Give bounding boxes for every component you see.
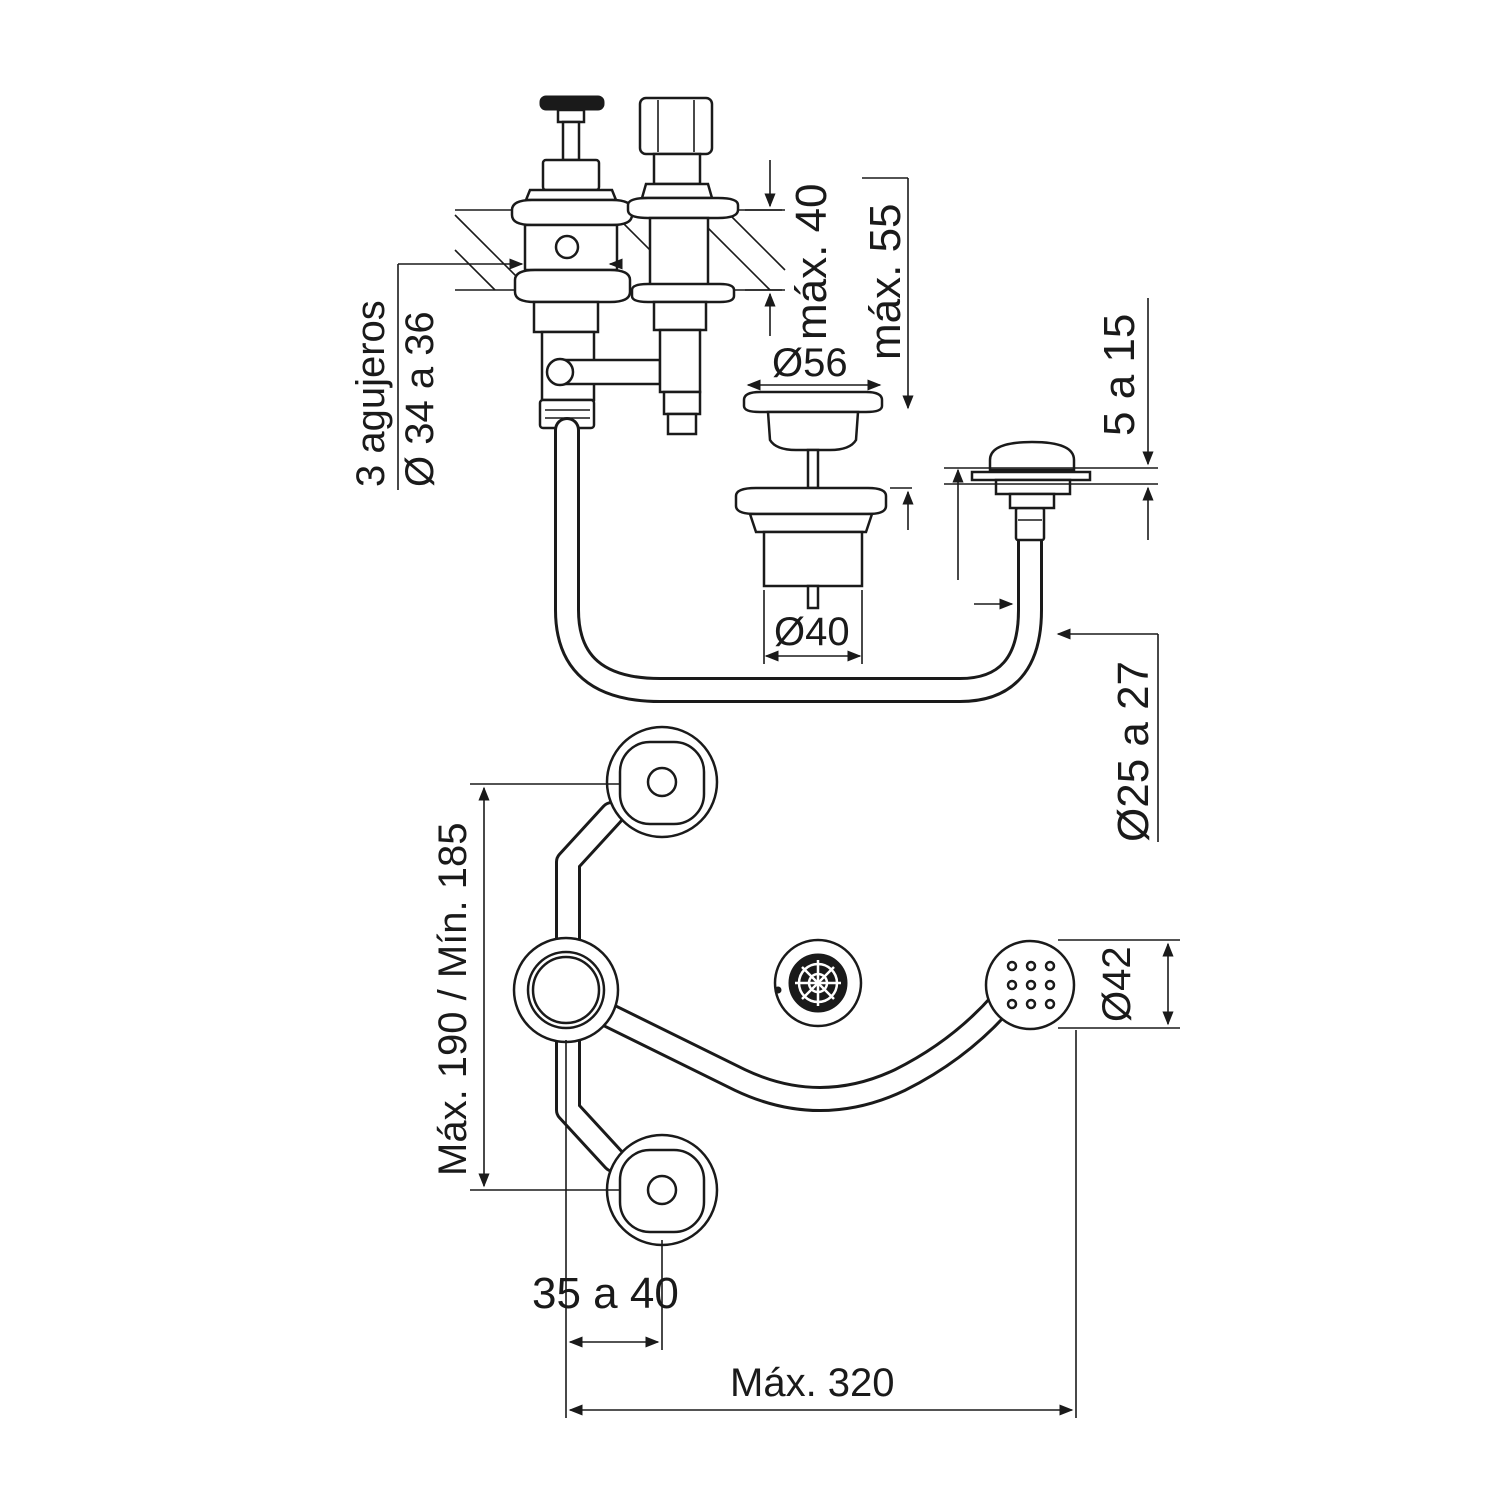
drain-grill xyxy=(773,938,863,1028)
spray-head xyxy=(944,440,1158,510)
bottom-handle xyxy=(605,1133,719,1247)
label-35-a-40: 35 a 40 xyxy=(532,1269,679,1318)
top-view xyxy=(470,725,1180,1418)
label-holes-count: 3 agujeros xyxy=(349,300,393,487)
top-handle xyxy=(605,725,719,839)
label-holes-diameter: Ø 34 a 36 xyxy=(398,311,442,487)
top-view-pipes xyxy=(555,801,1015,1173)
flex-hose xyxy=(554,417,1046,703)
side-view xyxy=(397,95,1159,842)
left-valve xyxy=(510,95,634,430)
label-d42: Ø42 xyxy=(1095,946,1139,1022)
label-max-320: Máx. 320 xyxy=(730,1361,895,1405)
label-d25-27: Ø25 a 27 xyxy=(1109,661,1158,842)
valve-connector xyxy=(545,357,662,387)
spray-nozzle-top xyxy=(984,939,1076,1031)
popup-drain xyxy=(734,390,888,610)
label-height-range: Máx. 190 / Mín. 185 xyxy=(431,822,475,1176)
right-valve xyxy=(626,96,740,436)
dimension-labels: 3 agujeros Ø 34 a 36 máx. 40 máx. 55 Ø56… xyxy=(349,183,1158,1405)
top-dimensions xyxy=(470,783,1180,1418)
label-5-a-15: 5 a 15 xyxy=(1095,314,1144,436)
label-d56: Ø56 xyxy=(772,341,848,385)
label-max-40: máx. 40 xyxy=(787,183,836,340)
side-dimensions xyxy=(397,160,1159,842)
center-spout xyxy=(512,936,620,1044)
label-d40: Ø40 xyxy=(774,610,850,654)
label-max-55: máx. 55 xyxy=(861,203,910,360)
